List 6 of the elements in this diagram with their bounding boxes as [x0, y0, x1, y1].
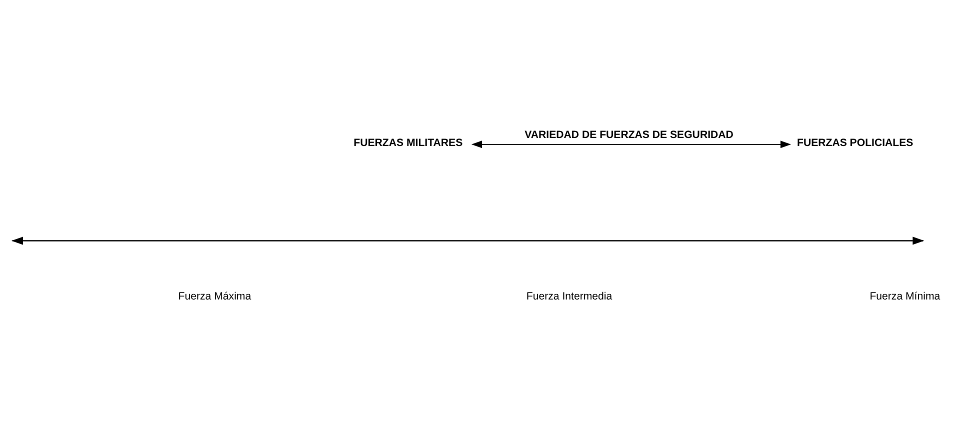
label: Fuerza Mínima: [870, 290, 940, 302]
node-text: FUERZAS MILITARES: [354, 136, 463, 149]
label: Fuerza Intermedia: [526, 290, 612, 302]
node-text: FUERZAS POLICIALES: [796, 136, 914, 149]
edge-label: VARIEDAD DE FUERZAS DE SEGURIDAD: [524, 128, 734, 140]
label: Fuerza Máxima: [178, 290, 252, 302]
